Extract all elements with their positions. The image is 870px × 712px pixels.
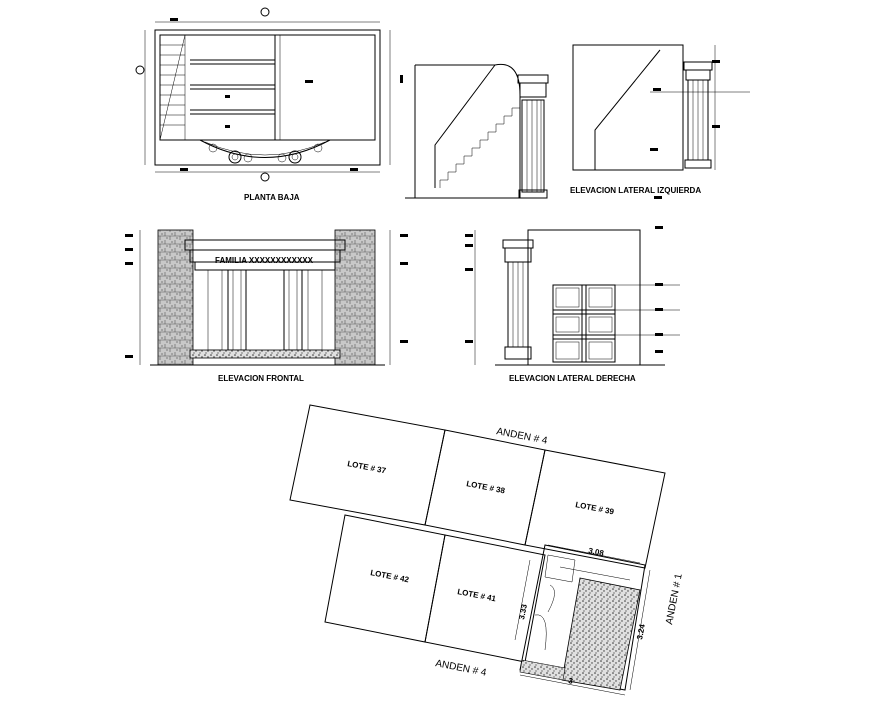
- label-elevacion-lateral-derecha: ELEVACION LATERAL DERECHA: [509, 374, 636, 383]
- label-anden-top: ANDEN # 4: [495, 426, 548, 447]
- label-lote-37: LOTE # 37: [347, 459, 388, 475]
- elevacion-lateral-izquierda-drawing: [572, 44, 750, 199]
- dim-left-height: 3.33: [517, 603, 529, 621]
- label-lote-41: LOTE # 41: [457, 587, 498, 603]
- plan-stair: [159, 34, 186, 141]
- dim-top-width: 3.08: [588, 546, 606, 558]
- label-elevacion-frontal: ELEVACION FRONTAL: [218, 374, 304, 383]
- elevacion-lateral-derecha-drawing: [465, 226, 680, 366]
- label-familia: FAMILIA XXXXXXXXXXXX: [215, 256, 314, 265]
- label-lote-38: LOTE # 38: [466, 479, 507, 495]
- label-anden-bottom: ANDEN # 4: [434, 658, 487, 679]
- house-gravel-fill: [561, 577, 641, 691]
- label-lote-42: LOTE # 42: [370, 568, 411, 584]
- label-anden-right: ANDEN # 1: [664, 572, 685, 625]
- label-planta-baja: PLANTA BAJA: [244, 193, 300, 202]
- dim-right-height: 3.24: [635, 623, 647, 641]
- house-front-strip: [519, 659, 566, 681]
- label-lote-39: LOTE # 39: [575, 500, 616, 516]
- dim-bottom-width: 3: [568, 676, 575, 686]
- label-elevacion-lateral-izquierda: ELEVACION LATERAL IZQUIERDA: [570, 186, 701, 195]
- house-lot-outline: [519, 544, 646, 691]
- site-plan: [289, 404, 666, 696]
- planta-baja-plan: [135, 7, 403, 182]
- stair-section-elevation: [405, 63, 549, 199]
- elevacion-frontal-drawing: [125, 229, 408, 366]
